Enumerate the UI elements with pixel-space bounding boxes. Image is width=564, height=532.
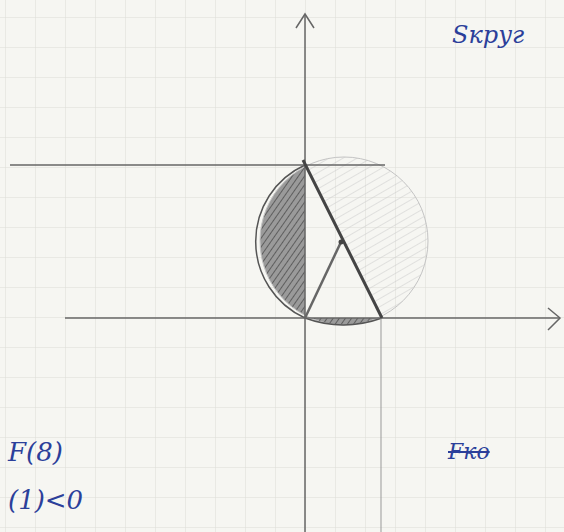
shaded-segment xyxy=(305,318,385,338)
handwritten-note: Sкруг xyxy=(452,22,524,48)
handwritten-note: F(8) xyxy=(8,438,63,467)
arc xyxy=(256,165,305,318)
axis-arrow xyxy=(548,308,560,330)
circle xyxy=(260,157,428,325)
vertical-line xyxy=(381,318,382,532)
light-hatch xyxy=(300,150,440,320)
y-axis xyxy=(304,14,306,532)
radius-line xyxy=(305,242,341,318)
arc xyxy=(305,318,382,325)
handwritten-note: (1)<0 xyxy=(8,486,83,515)
horizontal-line xyxy=(10,164,385,165)
center-point xyxy=(339,240,344,245)
chord xyxy=(303,160,382,318)
axis-arrow xyxy=(296,14,314,28)
handwritten-note: Fко xyxy=(448,440,490,464)
x-axis xyxy=(65,317,560,319)
